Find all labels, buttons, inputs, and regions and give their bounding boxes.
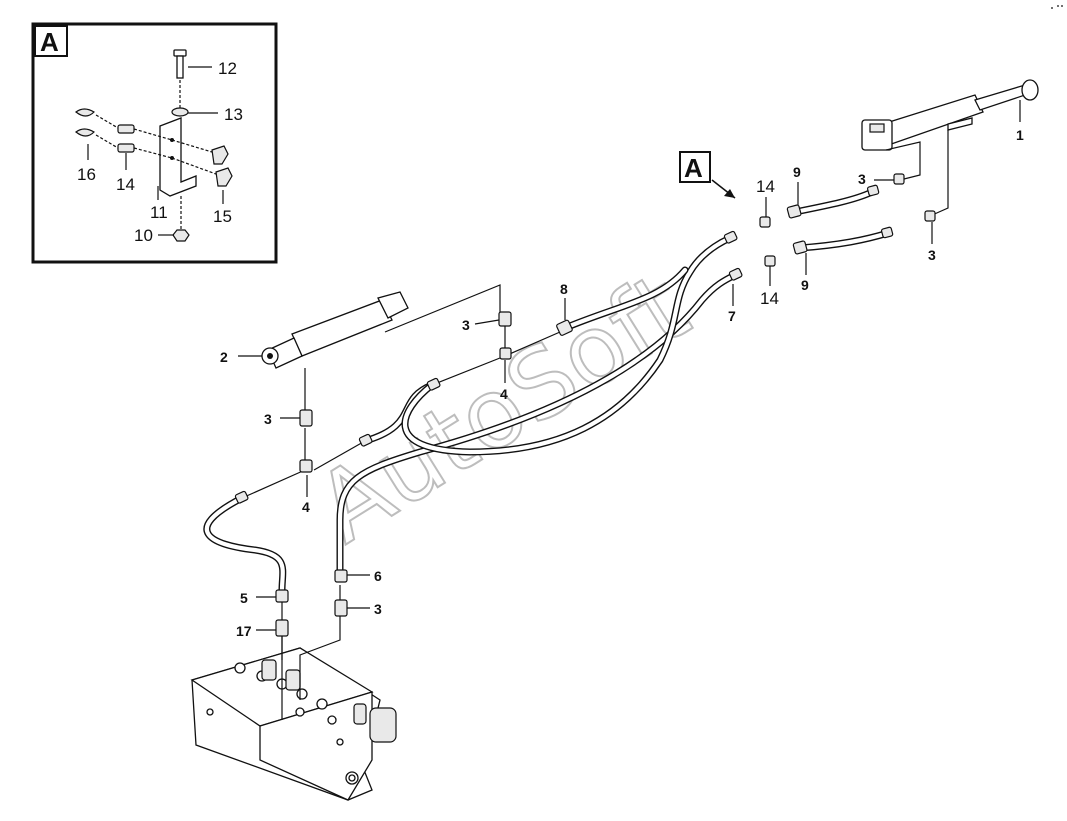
bolt-part [173, 49, 187, 79]
washer-part [171, 107, 189, 117]
callout-9-upper: 9 [793, 164, 801, 180]
bracket-part [159, 117, 197, 197]
hose-fittings [234, 173, 936, 637]
inset-callout-14: 14 [116, 175, 135, 194]
callout-14-lower: 14 [760, 289, 779, 308]
callout-9-lower: 9 [801, 277, 809, 293]
inset-view-label: A [40, 27, 59, 57]
control-valve-block [190, 647, 397, 801]
callout-8: 8 [560, 281, 568, 297]
callout-4-left: 4 [302, 499, 310, 515]
callout-1: 1 [1016, 127, 1024, 143]
inset-callout-10: 10 [134, 226, 153, 245]
hydraulic-cylinder-2 [261, 291, 409, 369]
elbow-part-lower [215, 167, 233, 187]
inset-callout-13: 13 [224, 105, 243, 124]
callout-3-left: 3 [264, 411, 272, 427]
callout-5: 5 [240, 590, 248, 606]
callout-3-right-lower: 3 [928, 247, 936, 263]
view-marker-label: A [684, 153, 703, 183]
callout-3-lower: 3 [374, 601, 382, 617]
callout-3-right-upper: 3 [858, 171, 866, 187]
detail-view-a-inset: A [31, 22, 278, 264]
callout-6: 6 [374, 568, 382, 584]
inset-callout-16: 16 [77, 165, 96, 184]
callout-17: 17 [236, 623, 252, 639]
flexible-hoses [203, 188, 892, 594]
callout-2: 2 [220, 349, 228, 365]
inset-callout-12: 12 [218, 59, 237, 78]
callout-4-middle: 4 [500, 386, 508, 402]
callout-leaders [238, 100, 1021, 631]
inset-callout-11: 11 [150, 203, 168, 222]
hydraulic-cylinder-1 [861, 79, 1039, 151]
hose-end-part-upper [75, 108, 95, 117]
elbow-part-upper [211, 145, 229, 165]
nut-part [172, 229, 190, 242]
inset-callout-15: 15 [213, 207, 232, 226]
callout-labels: 1 2 3 3 3 3 3 4 4 5 6 7 8 9 9 14 14 17 [220, 127, 1024, 639]
view-marker-a: A [679, 151, 736, 199]
fitting-part-lower [117, 143, 135, 153]
callout-3-upper-middle: 3 [462, 317, 470, 333]
corner-mark [1051, 5, 1063, 9]
pipe-lines [241, 130, 949, 720]
fitting-part-upper [117, 124, 135, 134]
callout-7: 7 [728, 308, 736, 324]
callout-14-upper: 14 [756, 177, 775, 196]
hose-end-part-lower [75, 128, 95, 137]
